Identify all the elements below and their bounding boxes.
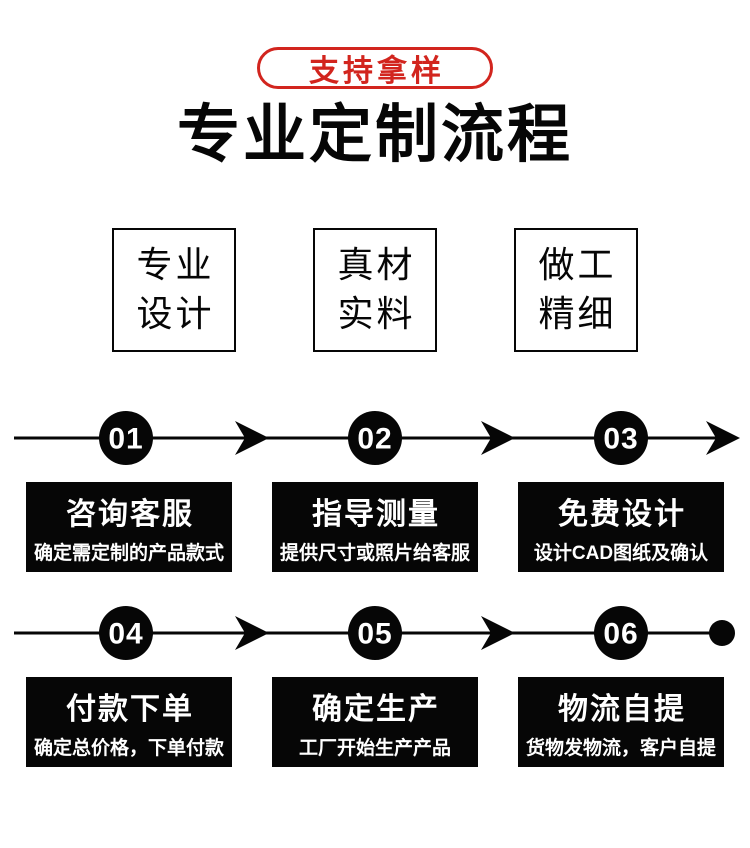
arrow-right-icon bbox=[481, 421, 515, 455]
step-card-free-design: 免费设计 设计CAD图纸及确认 bbox=[518, 482, 724, 572]
arrow-right-icon bbox=[706, 421, 740, 455]
step-number: 01 bbox=[108, 423, 143, 456]
feature-boxes: 专业 设计 真材 实料 做工 精细 bbox=[0, 228, 750, 352]
feature-box-line: 设计 bbox=[136, 293, 215, 334]
step-cards-row-1: 咨询客服 确定需定制的产品款式 指导测量 提供尺寸或照片给客服 免费设计 设计C… bbox=[0, 482, 750, 572]
step-number-circle bbox=[348, 606, 402, 660]
step-number: 04 bbox=[108, 618, 143, 651]
feature-box-line: 精细 bbox=[538, 293, 617, 334]
step-card-payment: 付款下单 确定总价格，下单付款 bbox=[26, 677, 232, 767]
feature-box-design: 专业 设计 bbox=[112, 228, 236, 352]
feature-box-workmanship: 做工 精细 bbox=[514, 228, 638, 352]
step-card-measure: 指导测量 提供尺寸或照片给客服 bbox=[272, 482, 478, 572]
step-cards-row-2: 付款下单 确定总价格，下单付款 确定生产 工厂开始生产产品 物流自提 货物发物流… bbox=[0, 677, 750, 767]
step-desc: 货物发物流，客户自提 bbox=[525, 738, 716, 759]
step-number: 05 bbox=[357, 618, 392, 651]
arrow-right-icon bbox=[481, 616, 515, 650]
step-desc: 确定需定制的产品款式 bbox=[33, 543, 224, 564]
step-number: 03 bbox=[603, 423, 638, 456]
step-card-consult: 咨询客服 确定需定制的产品款式 bbox=[26, 482, 232, 572]
feature-box-line: 实料 bbox=[337, 293, 416, 334]
step-title: 物流自提 bbox=[558, 693, 686, 726]
step-desc: 确定总价格，下单付款 bbox=[33, 738, 224, 759]
step-number: 06 bbox=[603, 618, 638, 651]
step-title: 咨询客服 bbox=[66, 498, 194, 531]
step-number-circle bbox=[348, 411, 402, 465]
step-number-circle bbox=[99, 606, 153, 660]
step-title: 指导测量 bbox=[312, 498, 440, 531]
step-card-production: 确定生产 工厂开始生产产品 bbox=[272, 677, 478, 767]
feature-box-line: 做工 bbox=[538, 244, 617, 286]
step-number-circle bbox=[594, 606, 648, 660]
step-desc: 提供尺寸或照片给客服 bbox=[279, 543, 470, 564]
process-flow-row-1: 01 02 03 bbox=[14, 411, 740, 465]
feature-box-line: 真材 bbox=[337, 244, 416, 286]
step-number: 02 bbox=[357, 423, 392, 456]
step-title: 付款下单 bbox=[66, 693, 194, 726]
feature-box-materials: 真材 实料 bbox=[313, 228, 437, 352]
sample-support-badge-label: 支持拿样 bbox=[309, 55, 445, 88]
step-desc: 工厂开始生产产品 bbox=[298, 738, 451, 759]
step-number-circle bbox=[594, 411, 648, 465]
page-title: 专业定制流程 bbox=[177, 100, 573, 170]
arrow-right-icon bbox=[235, 421, 269, 455]
end-dot-icon bbox=[709, 620, 735, 646]
step-title: 确定生产 bbox=[312, 693, 440, 726]
arrow-right-icon bbox=[235, 616, 269, 650]
step-title: 免费设计 bbox=[558, 498, 686, 531]
sample-support-badge: 支持拿样 bbox=[257, 47, 493, 89]
feature-box-line: 专业 bbox=[136, 244, 215, 286]
step-number-circle bbox=[99, 411, 153, 465]
step-card-logistics: 物流自提 货物发物流，客户自提 bbox=[518, 677, 724, 767]
process-flow-row-2: 04 05 06 bbox=[14, 606, 735, 660]
step-desc: 设计CAD图纸及确认 bbox=[533, 543, 709, 564]
